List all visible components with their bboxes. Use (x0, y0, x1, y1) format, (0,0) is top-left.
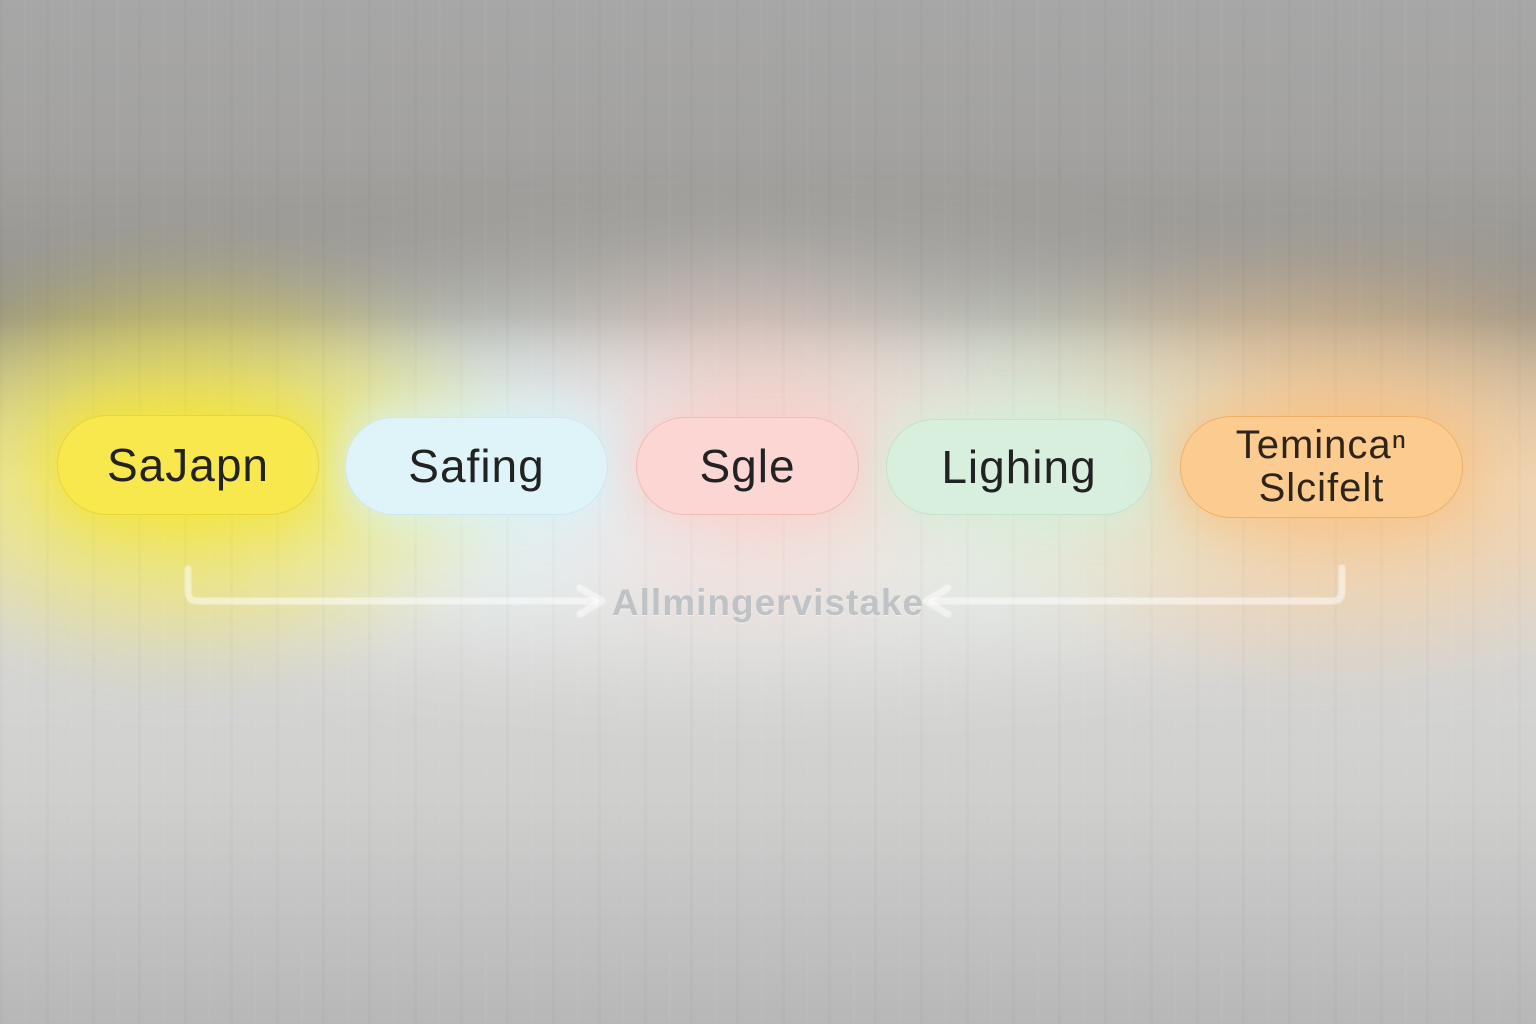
stage-pill-1[interactable]: SaJapn (57, 415, 319, 515)
stage-pill-1-label: SaJapn (106, 439, 269, 491)
arrow-left-icon (922, 564, 1346, 618)
flow-caption: Allmingervistake (611, 582, 925, 623)
stage-pill-4[interactable]: Lighing (886, 419, 1152, 515)
stage-pill-2-label: Safing (408, 440, 545, 492)
stage-pill-4-label: Lighing (941, 441, 1097, 493)
stage-pill-5[interactable]: Temincaⁿ Slcifelt (1180, 416, 1463, 518)
stage-pill-2[interactable]: Safing (345, 417, 608, 515)
stage-pill-3[interactable]: Sgle (636, 417, 859, 515)
arrow-right-icon (184, 565, 606, 618)
stage-pill-5-label-line2: Slcifelt (1258, 466, 1385, 510)
stage-pill-5-label-line1: Temincaⁿ (1235, 422, 1408, 467)
stage-pill-3-label: Sgle (699, 440, 796, 492)
